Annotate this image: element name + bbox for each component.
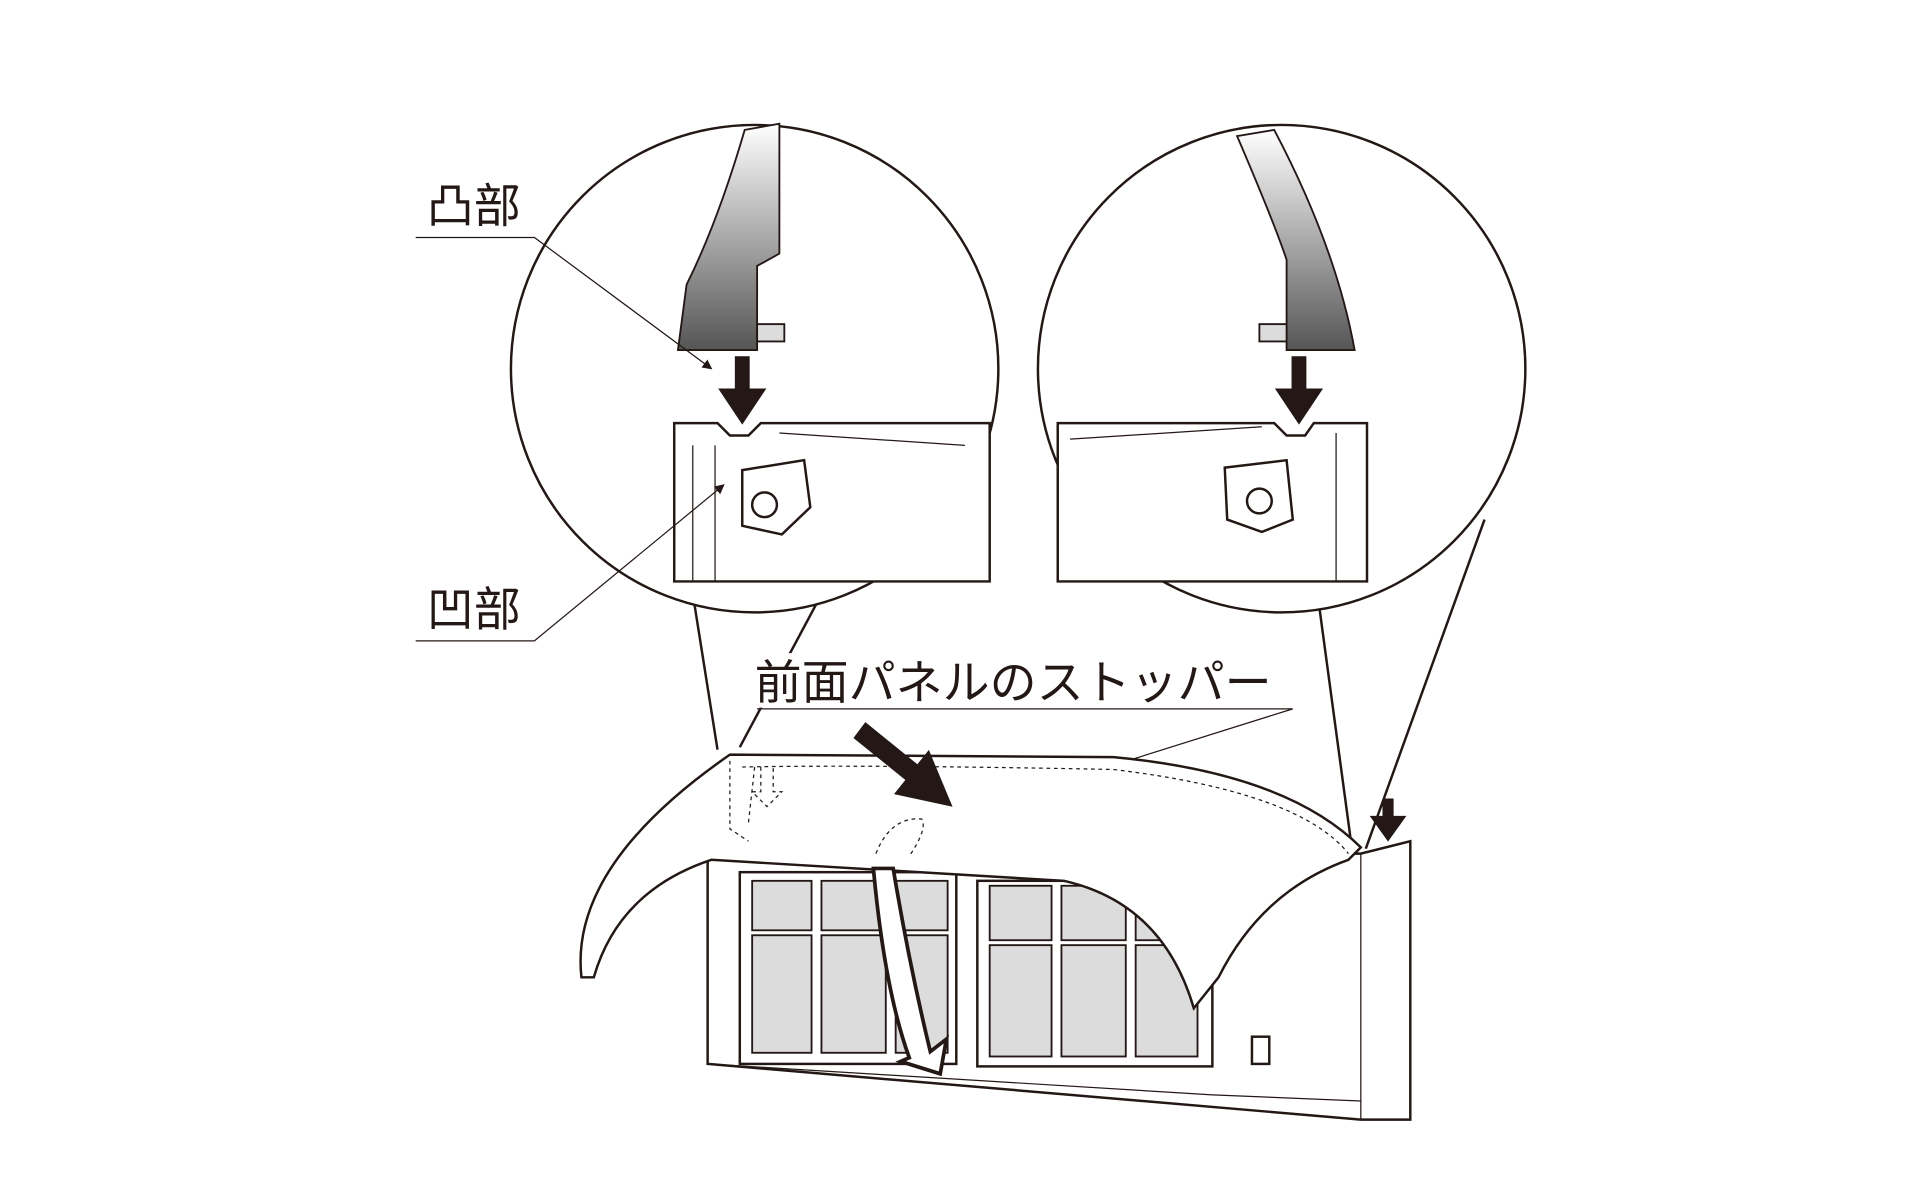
panel-stopper-hidden: [875, 818, 924, 857]
label-concave-text: 凹部: [427, 583, 521, 638]
label-stopper: 前面パネルのストッパー: [748, 653, 1293, 819]
push-arrow-icon: [853, 722, 953, 807]
left-detail-circle: [509, 122, 1000, 614]
label-stopper-text: 前面パネルのストッパー: [755, 656, 1272, 711]
panel-hinge-convex: [676, 122, 781, 352]
rotate-down-arrow-icon: [871, 866, 950, 1077]
label-convex: 凸部: [415, 180, 713, 370]
indoor-unit: [706, 839, 1412, 1121]
down-arrow-icon: [718, 356, 767, 425]
down-arrow-icon: [1274, 356, 1324, 425]
air-filter-right: [988, 884, 1199, 1058]
callout-lines: [691, 519, 1486, 850]
front-panel: [579, 753, 1363, 1011]
label-concave: 凹部: [415, 484, 725, 642]
label-convex-text: 凸部: [427, 180, 521, 235]
down-arrow-icon: [1369, 798, 1407, 842]
right-detail-circle: [1036, 123, 1527, 614]
